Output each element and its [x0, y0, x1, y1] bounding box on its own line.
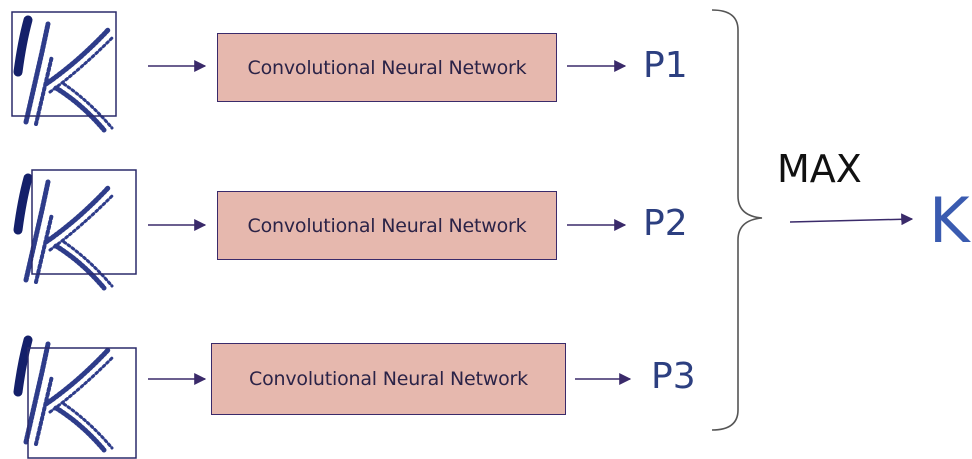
grouping-brace [711, 9, 763, 431]
output-label-1: P1 [643, 45, 688, 86]
cnn-label-1: Convolutional Neural Network [247, 56, 527, 79]
output-label-2: P2 [643, 203, 688, 244]
input-image-1 [11, 11, 117, 130]
result-label: K [929, 184, 970, 257]
input-image-3 [18, 340, 137, 459]
max-label: MAX [777, 147, 862, 191]
cnn-box-2: Convolutional Neural Network [217, 191, 557, 260]
arrow-max-to-result [789, 213, 914, 226]
input-image-2 [18, 169, 137, 288]
cnn-label-2: Convolutional Neural Network [247, 214, 527, 237]
cnn-box-1: Convolutional Neural Network [217, 33, 557, 102]
cnn-label-3: Convolutional Neural Network [249, 368, 528, 390]
output-label-3: P3 [651, 356, 696, 397]
cnn-box-3: Convolutional Neural Network [211, 343, 566, 415]
